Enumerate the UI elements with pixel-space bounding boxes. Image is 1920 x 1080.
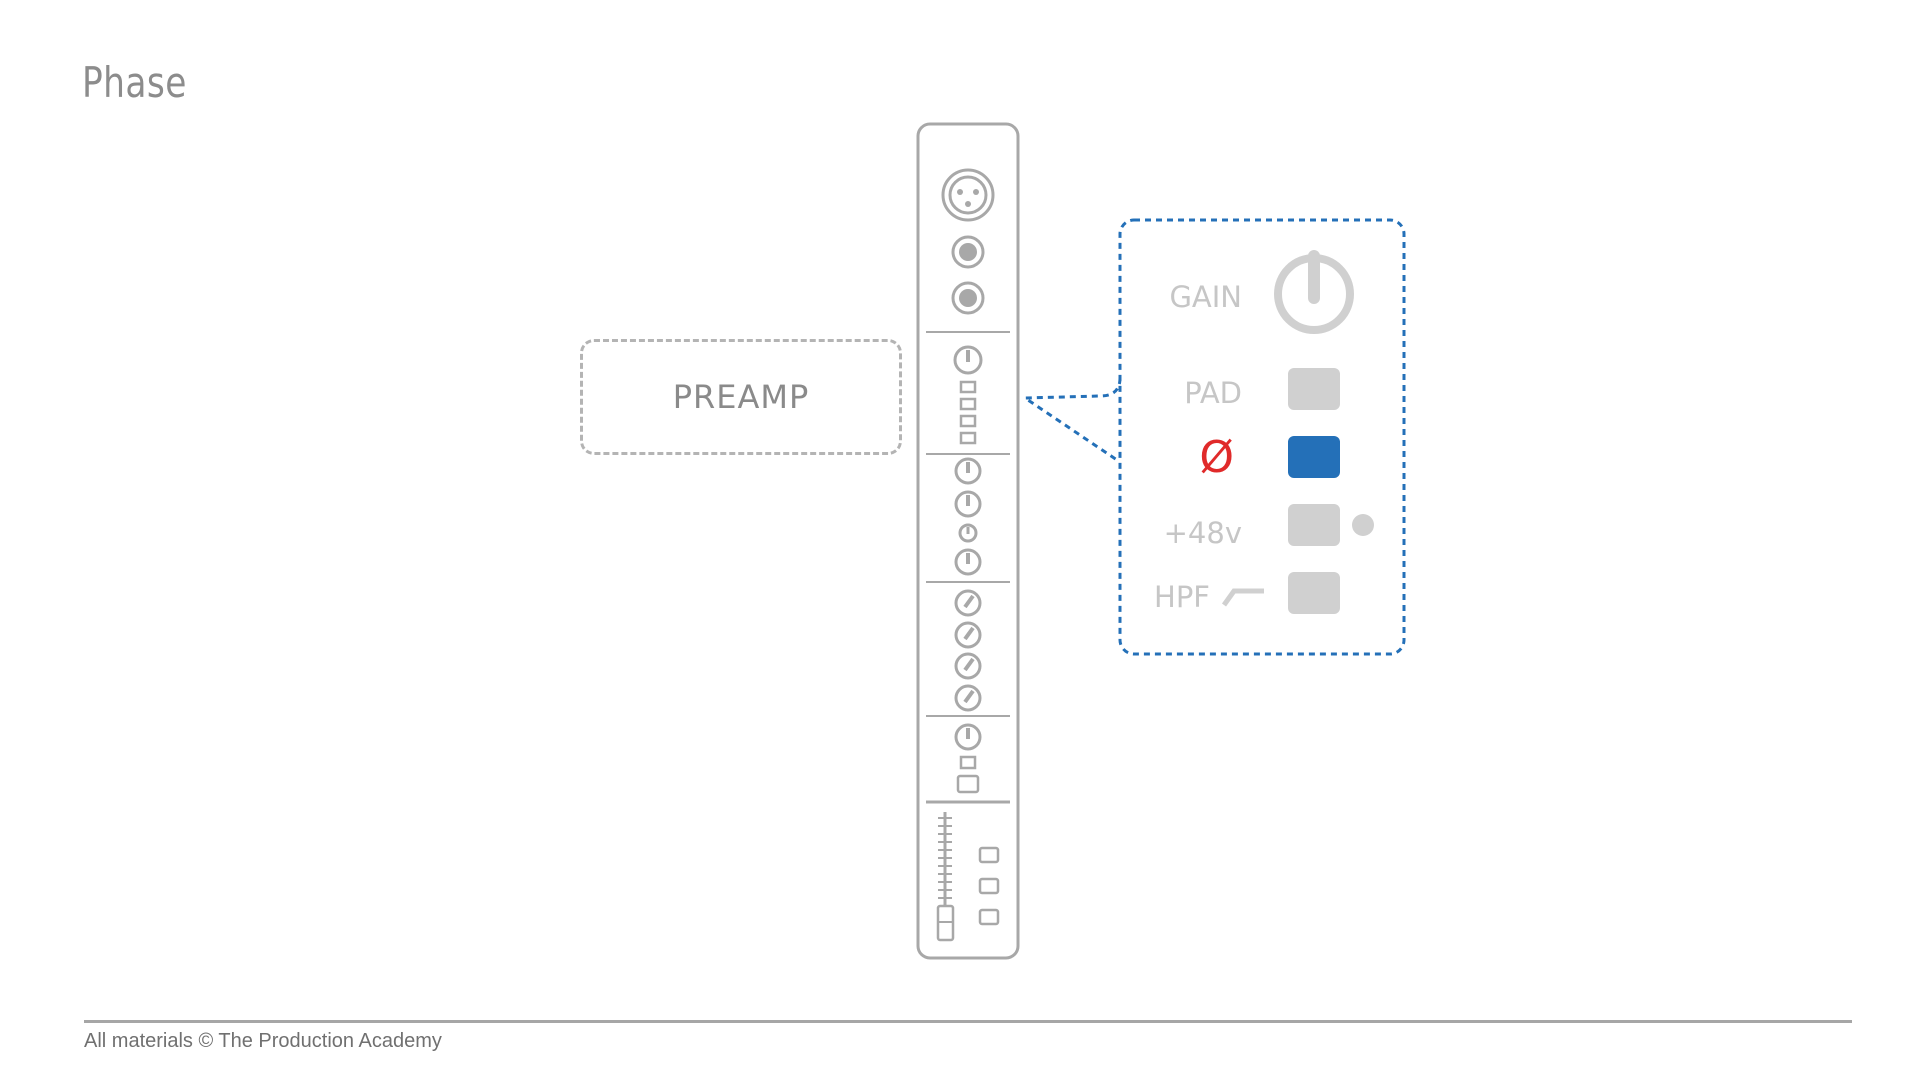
footer-divider [84, 1020, 1852, 1023]
mute-switch-icon [959, 755, 977, 770]
insert-jack-icon [951, 281, 985, 315]
routing-button-icon [978, 877, 1000, 895]
footer-copyright: All materials © The Production Academy [84, 1030, 442, 1052]
eq-knob-icon [954, 490, 982, 518]
phase-button[interactable] [1288, 436, 1340, 478]
eq-knob-small-icon [958, 523, 978, 543]
pad-label: PAD [1184, 376, 1242, 410]
phantom-switch-icon [959, 414, 977, 428]
gain-knob-large-icon [1274, 250, 1354, 334]
routing-button-icon [978, 846, 1000, 864]
callout-pointer [1020, 377, 1122, 462]
channel-strip-outline [916, 122, 1020, 960]
aux-knob-icon [954, 621, 982, 649]
routing-button-icon [978, 908, 1000, 926]
gain-knob-icon [953, 345, 983, 375]
aux-knob-icon [954, 684, 982, 712]
phase-switch-icon [959, 397, 977, 411]
solo-switch-icon [956, 774, 980, 794]
aux-knob-icon [954, 589, 982, 617]
hpf-label: HPF [1154, 580, 1210, 614]
hpf-curve-icon [1221, 588, 1264, 607]
fader-icon [936, 812, 955, 942]
slide-title: Phase [82, 58, 187, 107]
aux-knob-icon [954, 652, 982, 680]
phantom-button[interactable] [1288, 504, 1340, 546]
hpf-switch-icon [959, 431, 977, 445]
xlr-input-icon [941, 168, 995, 222]
preamp-label: PREAMP [672, 378, 810, 416]
hpf-button[interactable] [1288, 572, 1340, 614]
pad-button[interactable] [1288, 368, 1340, 410]
pad-switch-icon [959, 380, 977, 394]
eq-knob-icon [954, 548, 982, 576]
jack-input-icon [951, 235, 985, 269]
phantom-led-indicator [1352, 514, 1374, 536]
eq-knob-icon [954, 457, 982, 485]
preamp-callout: PREAMP [580, 339, 902, 455]
gain-label: GAIN [1169, 280, 1242, 314]
phantom-label: +48v [1163, 516, 1242, 550]
pan-knob-icon [954, 723, 982, 751]
phase-symbol: Ø [1199, 432, 1234, 483]
